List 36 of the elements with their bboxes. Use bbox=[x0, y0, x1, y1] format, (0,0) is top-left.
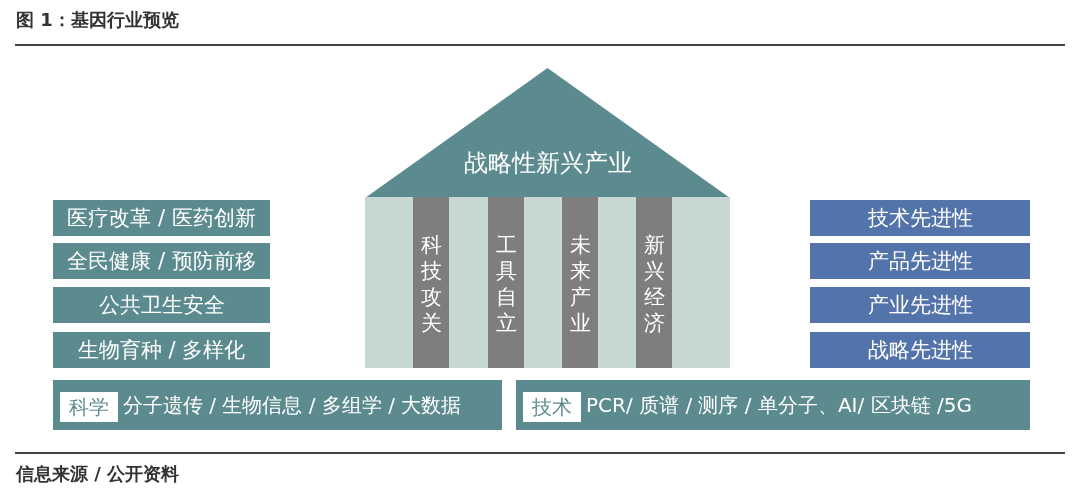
pillar bbox=[488, 197, 524, 368]
label-text: 战略先进性 bbox=[866, 337, 974, 364]
label-text: 新兴经济 bbox=[643, 232, 665, 336]
figure-title: 图 1：基因行业预览 bbox=[16, 8, 179, 32]
label-box bbox=[810, 243, 1030, 279]
label-text: 技术 bbox=[531, 393, 573, 421]
label-text: 分子遗传 / 生物信息 / 多组学 / 大数据 bbox=[123, 391, 462, 419]
temple-body bbox=[365, 197, 730, 368]
label-text: 生物育种 / 多样化 bbox=[76, 337, 247, 364]
label-text: 全民健康 / 预防前移 bbox=[66, 248, 257, 275]
label-text: 科技攻关 bbox=[420, 232, 442, 336]
label-box bbox=[53, 287, 270, 323]
label-text: 科学 bbox=[68, 393, 110, 421]
label-text: 技术先进性 bbox=[866, 205, 974, 232]
label-text: 未来产业 bbox=[569, 232, 591, 336]
source-caption: 信息来源 / 公开资料 bbox=[16, 462, 180, 486]
label-text: 产品先进性 bbox=[866, 248, 974, 275]
banner-bar bbox=[53, 380, 502, 430]
tag-box bbox=[60, 392, 118, 422]
label-text: 工具自立 bbox=[495, 232, 517, 336]
pillar bbox=[636, 197, 672, 368]
label-box bbox=[53, 332, 270, 368]
label-box bbox=[810, 200, 1030, 236]
label-text: 产业先进性 bbox=[866, 292, 974, 319]
label-box bbox=[810, 332, 1030, 368]
label-text: 公共卫生安全 bbox=[97, 292, 226, 319]
pillar bbox=[562, 197, 598, 368]
label-box bbox=[53, 200, 270, 236]
label-text: PCR/ 质谱 / 测序 / 单分子、AI/ 区块链 /5G bbox=[586, 391, 972, 419]
label-text: 战略性新兴产业 bbox=[462, 148, 633, 179]
label-box bbox=[53, 243, 270, 279]
pillar bbox=[413, 197, 449, 368]
tag-box bbox=[523, 392, 581, 422]
label-text: 医疗改革 / 医药创新 bbox=[66, 205, 257, 232]
label-box bbox=[810, 287, 1030, 323]
banner-bar bbox=[516, 380, 1030, 430]
